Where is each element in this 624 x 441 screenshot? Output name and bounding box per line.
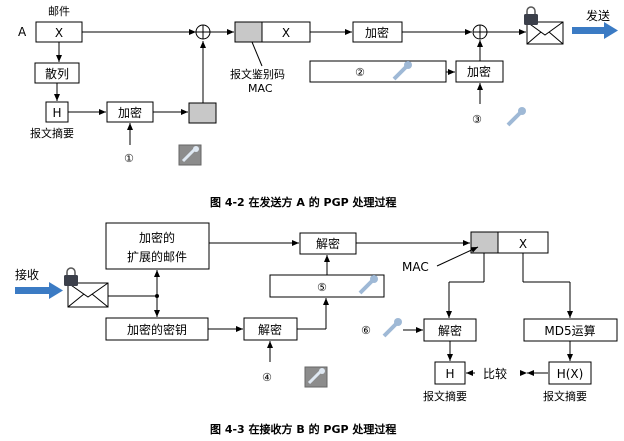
encrypted-mail-line2: 扩展的邮件 bbox=[127, 249, 187, 264]
key-2-box bbox=[309, 60, 447, 83]
hx-box-label: H(X) bbox=[557, 367, 584, 381]
decrypt-box-3-label: 解密 bbox=[438, 323, 462, 338]
encrypt-box-3-label: 加密 bbox=[467, 64, 491, 79]
send-label: 发送 bbox=[586, 8, 610, 23]
mail-label: 邮件 bbox=[48, 5, 70, 18]
mac-gray-box bbox=[188, 102, 217, 124]
encrypted-mail-line1: 加密的 bbox=[139, 230, 175, 245]
key-icon bbox=[506, 107, 526, 127]
key-icon bbox=[382, 318, 402, 338]
envelope-icon bbox=[67, 282, 109, 308]
step-4-marker: ④ bbox=[262, 371, 272, 384]
h-box-label: H bbox=[445, 367, 454, 381]
arrow-right-icon bbox=[572, 22, 618, 39]
encrypt-box-1-label: 加密 bbox=[118, 105, 142, 120]
hx-box bbox=[548, 361, 592, 385]
key-icon bbox=[178, 144, 202, 166]
x-field-label: X bbox=[282, 26, 290, 40]
decrypt-box-1-label: 解密 bbox=[258, 322, 282, 337]
h-box-label: H bbox=[52, 106, 61, 120]
receive-label: 接收 bbox=[15, 267, 39, 282]
key-icon bbox=[304, 366, 328, 388]
sender-label: A bbox=[18, 25, 27, 39]
mac-label: MAC bbox=[402, 260, 429, 274]
encrypted-mail-box bbox=[105, 222, 210, 270]
envelope-icon bbox=[526, 21, 564, 45]
caption-fig-4-3: 图 4-3 在接收方 B 的 PGP 处理过程 bbox=[210, 422, 396, 436]
encrypted-key-label: 加密的密钥 bbox=[127, 322, 187, 337]
step-2-marker: ② bbox=[355, 66, 365, 79]
mac-field bbox=[470, 231, 499, 254]
mac-caption-line2: MAC bbox=[248, 82, 273, 95]
step-3-marker: ③ bbox=[472, 113, 482, 126]
step-5-marker: ⑤ bbox=[317, 281, 327, 294]
mac-field bbox=[234, 21, 263, 43]
arrow-right-icon bbox=[15, 282, 63, 299]
key-icon bbox=[358, 275, 378, 295]
x-field-label: X bbox=[519, 237, 527, 251]
encrypt-box-2-label: 加密 bbox=[365, 25, 389, 40]
figure-receiver: 接收 加密的 扩展的邮件 加密的密钥 解密 ④ bbox=[15, 222, 618, 436]
x-box-label: X bbox=[55, 26, 63, 40]
key-icon bbox=[392, 61, 412, 81]
hash-box-label: 散列 bbox=[45, 66, 69, 81]
compare-label: 比较 bbox=[483, 366, 507, 381]
step-1-marker: ① bbox=[124, 152, 134, 165]
md5-box-label: MD5运算 bbox=[544, 323, 595, 338]
xor-node-1 bbox=[195, 24, 211, 40]
caption-fig-4-2: 图 4-2 在发送方 A 的 PGP 处理过程 bbox=[210, 195, 397, 209]
mac-caption-line1: 报文鉴别码 bbox=[230, 67, 285, 81]
xor-node-2 bbox=[472, 24, 488, 40]
padlock-icon bbox=[524, 6, 538, 25]
digest-label-left: 报文摘要 bbox=[423, 389, 467, 403]
figure-sender: 邮件 A X 散列 H 报文摘要 加密 ① bbox=[18, 5, 618, 209]
h-box bbox=[434, 361, 466, 385]
decrypt-box-2-label: 解密 bbox=[316, 236, 340, 251]
step-6-marker: ⑥ bbox=[361, 324, 371, 337]
padlock-icon bbox=[64, 267, 78, 286]
digest-label-right: 报文摘要 bbox=[543, 389, 587, 403]
digest-label: 报文摘要 bbox=[30, 126, 74, 140]
